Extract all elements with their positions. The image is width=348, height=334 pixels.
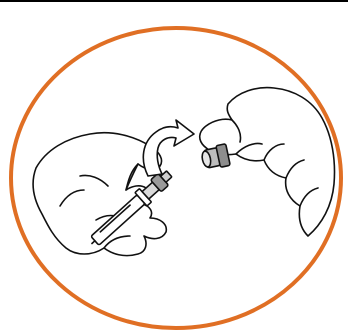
curved-arrow-icon: [143, 120, 194, 176]
